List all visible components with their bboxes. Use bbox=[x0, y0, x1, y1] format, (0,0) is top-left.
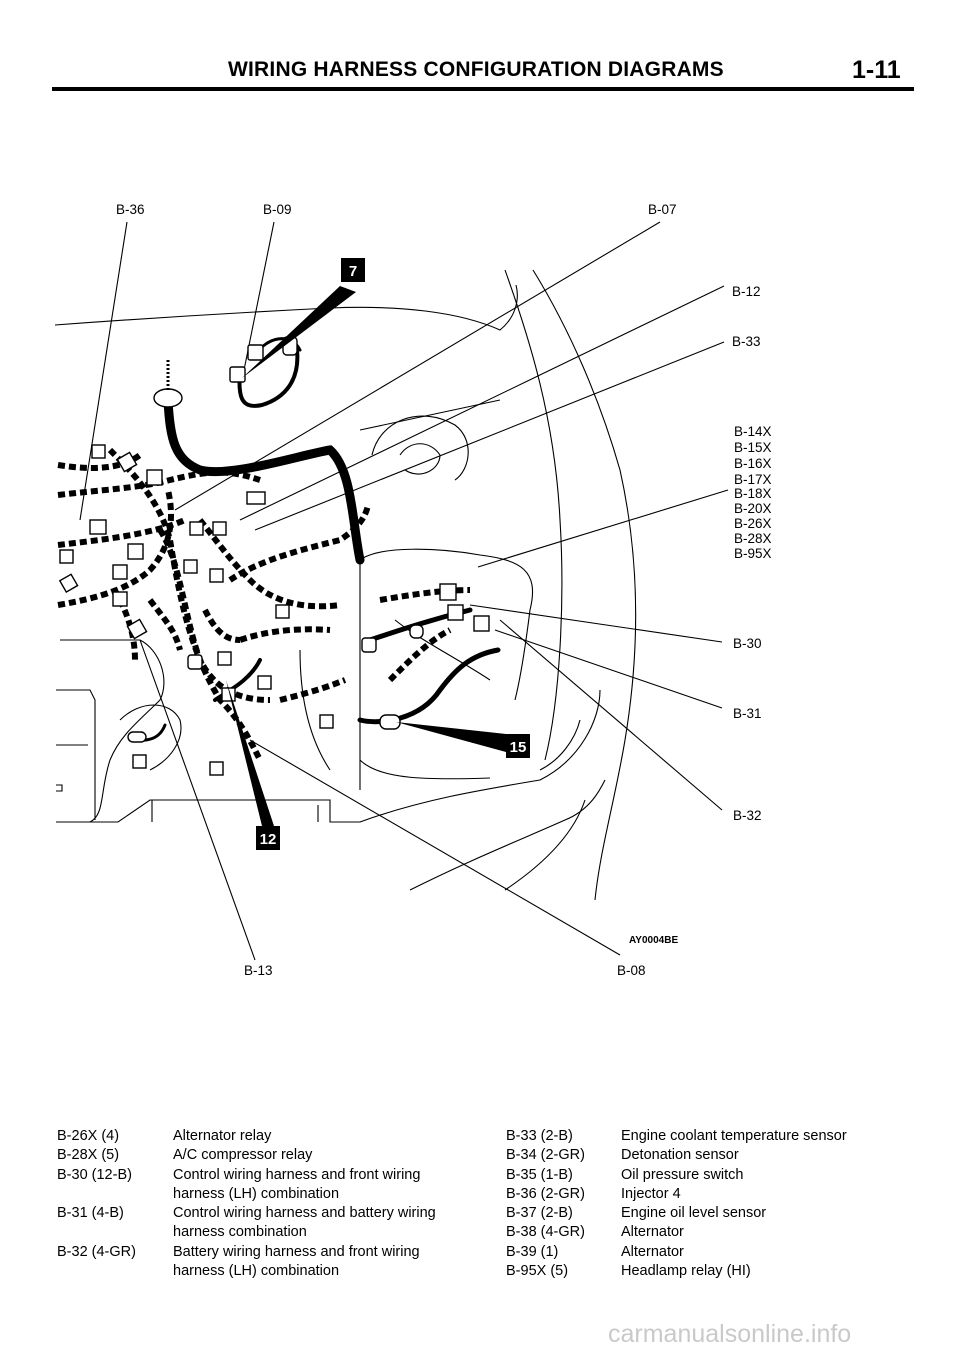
label-b09: B-09 bbox=[263, 202, 292, 217]
legend-desc: Engine oil level sensor bbox=[621, 1205, 767, 1222]
legend-desc: harness combination bbox=[173, 1224, 307, 1241]
legend-desc: Injector 4 bbox=[621, 1185, 681, 1202]
legend-code: B-36 (2-GR) bbox=[506, 1185, 585, 1202]
legend-left: B-26X (4) Alternator relay B-28X (5) A/C c… bbox=[57, 1127, 467, 1281]
figure-code: AY0004BE bbox=[629, 935, 678, 946]
leader-lines bbox=[79, 221, 729, 961]
label-b14x: B-14X bbox=[734, 424, 772, 439]
page-title: WIRING HARNESS CONFIGURATION DIAGRAMS bbox=[228, 58, 724, 81]
legend-row: B-36 (2-GR) Injector 4 bbox=[506, 1185, 906, 1204]
legend-code: B-31 (4-B) bbox=[57, 1205, 124, 1222]
legend-desc: Headlamp relay (HI) bbox=[621, 1263, 751, 1280]
legend-row: B-38 (4-GR) Alternator bbox=[506, 1223, 906, 1242]
legend-code: B-95X (5) bbox=[506, 1263, 569, 1280]
legend-row: B-28X (5) A/C compressor relay bbox=[57, 1146, 467, 1165]
legend-desc: Oil pressure switch bbox=[621, 1166, 744, 1183]
legend-row: B-35 (1-B) Oil pressure switch bbox=[506, 1166, 906, 1185]
label-b07: B-07 bbox=[648, 202, 677, 217]
legend-desc: A/C compressor relay bbox=[173, 1147, 313, 1164]
label-b12: B-12 bbox=[732, 284, 761, 299]
page-number: 1-11 bbox=[852, 56, 901, 84]
label-b28x: B-28X bbox=[734, 531, 772, 546]
legend-code: B-37 (2-B) bbox=[506, 1205, 573, 1222]
legend-row: B-31 (4-B) Control wiring harness and bat… bbox=[57, 1204, 467, 1223]
label-b08: B-08 bbox=[617, 963, 646, 978]
legend-row: B-39 (1) Alternator bbox=[506, 1243, 906, 1262]
harness-badge-7: 7 bbox=[349, 263, 357, 280]
harness-badge-12: 12 bbox=[260, 831, 277, 848]
legend-desc: Alternator bbox=[621, 1224, 684, 1241]
legend-code: B-39 (1) bbox=[506, 1243, 559, 1260]
label-b32: B-32 bbox=[733, 808, 762, 823]
connectors bbox=[58, 336, 490, 776]
label-b15x: B-15X bbox=[734, 440, 772, 455]
harness-badge-15: 15 bbox=[510, 739, 527, 756]
legend-desc: harness (LH) combination bbox=[173, 1263, 340, 1280]
label-b33: B-33 bbox=[732, 334, 761, 349]
legend-row: B-33 (2-B) Engine coolant temperature sen… bbox=[506, 1127, 906, 1146]
legend-desc: Detonation sensor bbox=[621, 1147, 739, 1164]
legend-row: B-95X (5) Headlamp relay (HI) bbox=[506, 1262, 906, 1281]
legend-code: B-38 (4-GR) bbox=[506, 1224, 585, 1241]
label-b31: B-31 bbox=[733, 706, 762, 721]
legend-desc: Alternator relay bbox=[173, 1128, 272, 1144]
harness-badges: 7 15 12 bbox=[226, 258, 530, 850]
harness-bundles bbox=[128, 337, 501, 742]
label-b95x: B-95X bbox=[734, 546, 772, 561]
label-b18x: B-18X bbox=[734, 486, 772, 501]
legend-desc: Control wiring harness and battery wirin… bbox=[173, 1205, 436, 1222]
legend-desc: Engine coolant temperature sensor bbox=[621, 1128, 847, 1144]
label-b17x: B-17X bbox=[734, 472, 772, 487]
legend-row: B-26X (4) Alternator relay bbox=[57, 1127, 467, 1146]
watermark: carmanualsonline.info bbox=[608, 1320, 852, 1348]
legend-desc: Battery wiring harness and front wiring bbox=[173, 1243, 420, 1260]
legend-row: B-32 (4-GR) Battery wiring harness and fr… bbox=[57, 1243, 467, 1262]
label-b13: B-13 bbox=[244, 963, 273, 978]
label-b26x: B-26X bbox=[734, 516, 772, 531]
legend-row: harness (LH) combination bbox=[57, 1185, 467, 1204]
label-b30: B-30 bbox=[733, 636, 762, 651]
legend-right: B-33 (2-B) Engine coolant temperature sen… bbox=[506, 1127, 906, 1281]
legend-desc: Control wiring harness and front wiring bbox=[173, 1166, 421, 1183]
legend-row: B-37 (2-B) Engine oil level sensor bbox=[506, 1204, 906, 1223]
label-b36: B-36 bbox=[116, 202, 145, 217]
legend-code: B-32 (4-GR) bbox=[57, 1243, 136, 1260]
header-rule bbox=[52, 87, 914, 91]
legend-row: harness combination bbox=[57, 1223, 467, 1242]
legend-row: B-30 (12-B) Control wiring harness and fr… bbox=[57, 1166, 467, 1185]
engine-outline bbox=[54, 269, 637, 901]
legend-code: B-30 (12-B) bbox=[57, 1166, 132, 1183]
legend-code: B-28X (5) bbox=[57, 1147, 120, 1164]
label-b16x: B-16X bbox=[734, 456, 772, 471]
legend-code: B-35 (1-B) bbox=[506, 1166, 573, 1183]
label-b20x: B-20X bbox=[734, 501, 772, 516]
legend-code: B-26X (4) bbox=[57, 1128, 120, 1144]
legend-desc: harness (LH) combination bbox=[173, 1185, 340, 1202]
legend-code: B-34 (2-GR) bbox=[506, 1147, 585, 1164]
legend-code: B-33 (2-B) bbox=[506, 1128, 573, 1144]
legend-desc: Alternator bbox=[621, 1243, 684, 1260]
legend-row: B-34 (2-GR) Detonation sensor bbox=[506, 1146, 906, 1165]
legend-row: harness (LH) combination bbox=[57, 1262, 467, 1281]
